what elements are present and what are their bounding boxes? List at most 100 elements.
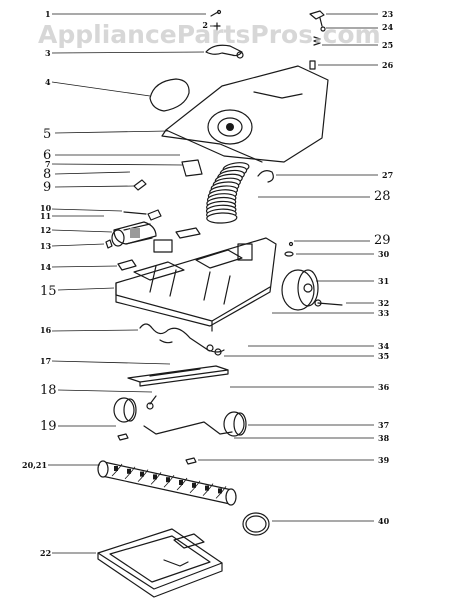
wheel-axle-part: [143, 421, 233, 435]
callout-label-30: 31: [378, 276, 389, 286]
callout-label-20: 20,21: [22, 460, 47, 470]
callout-label-27: 28: [374, 189, 391, 204]
callout-label-38: 39: [378, 455, 390, 465]
callout-leader-line-8: [54, 171, 131, 175]
screw-part: [210, 9, 222, 17]
bristle-tuft: [179, 480, 183, 485]
callout-label-21: 22: [40, 548, 51, 558]
bristle-tuft: [153, 474, 157, 480]
callout-label-6: 6: [43, 148, 51, 163]
front-wheel-part: [223, 411, 247, 437]
callout-leader-lines: [48, 13, 378, 554]
callout-label-11: 11: [40, 211, 51, 221]
spring-part: [313, 36, 321, 46]
hood-cap-part: [149, 78, 190, 112]
callout-label-2: 2: [202, 20, 208, 30]
callout-label-15: 15: [40, 284, 57, 299]
callout-label-24: 25: [382, 40, 393, 50]
callout-leader-line-12: [51, 229, 113, 233]
axle-bolt-part: [314, 299, 343, 307]
callout-label-28: 29: [374, 233, 391, 248]
watermark-text: AppliancePartsPros.com: [38, 20, 381, 49]
motor-part: [111, 221, 157, 247]
callout-label-36: 37: [378, 420, 389, 430]
nozzle-base-plate-part: [97, 528, 223, 598]
washer-part: [284, 251, 294, 257]
rear-wheel-part: [281, 269, 319, 311]
callout-label-8: 8: [43, 167, 51, 182]
bottom-plate-part: [127, 365, 229, 387]
screw-part: [320, 26, 326, 32]
callout-leader-line-14: [51, 265, 118, 268]
callout-label-5: 5: [43, 127, 51, 142]
hood-part: [161, 65, 329, 163]
callout-leader-line-9: [54, 185, 135, 188]
callout-label-31: 32: [378, 298, 389, 308]
callout-label-19: 19: [40, 419, 57, 434]
bristle-tuft: [218, 488, 222, 494]
bristle-tuft: [192, 482, 196, 488]
bracket-part: [117, 259, 137, 271]
callout-label-22: 23: [382, 9, 394, 19]
callout-leader-line-3: [51, 51, 205, 54]
callout-label-13: 13: [40, 241, 52, 251]
callout-label-32: 33: [378, 308, 390, 318]
motor-brush-part: [123, 209, 162, 221]
callout-leader-line-7: [51, 163, 184, 166]
callout-label-12: 12: [40, 225, 51, 235]
hose-rib: [206, 212, 238, 224]
callout-leader-line-13: [51, 243, 105, 247]
callout-label-3: 3: [45, 48, 51, 58]
terminal-part: [105, 239, 113, 249]
callout-label-10: 10: [40, 203, 52, 213]
front-wheel-part: [113, 397, 137, 423]
clip-part: [117, 433, 129, 441]
callout-label-17: 17: [40, 356, 51, 366]
callout-label-25: 26: [382, 60, 394, 70]
bristle-tuft: [205, 485, 209, 491]
callout-label-4: 4: [45, 77, 51, 87]
bristle-tuft: [140, 471, 144, 477]
callout-leader-line-5: [54, 130, 169, 134]
drive-belt-part: [242, 512, 270, 536]
callout-leader-line-16: [51, 329, 139, 332]
pin-part: [213, 22, 221, 31]
bristle-tuft: [127, 468, 131, 474]
callout-leader-line-17: [51, 360, 171, 365]
plug-part: [309, 60, 316, 70]
callout-label-18: 18: [40, 383, 57, 398]
clip-part: [133, 179, 147, 191]
hose-clip-part: [257, 170, 274, 183]
callout-label-9: 9: [43, 180, 51, 195]
handle-lock-part: [205, 44, 244, 59]
bristle-tuft: [166, 477, 170, 483]
callout-leader-line-4: [51, 81, 151, 97]
callout-label-26: 27: [382, 170, 393, 180]
clip-part: [185, 457, 197, 465]
callout-leader-line-18: [57, 389, 153, 393]
callout-label-7: 7: [45, 159, 51, 169]
callout-label-14: 14: [40, 262, 52, 272]
callout-label-16: 16: [40, 325, 52, 335]
bristle-tuft: [114, 466, 118, 471]
base-housing-part: [115, 227, 277, 332]
callout-label-1: 1: [45, 9, 51, 19]
callout-leader-line-10: [51, 208, 123, 212]
handle-release-part: [309, 10, 325, 27]
callout-label-39: 40: [378, 516, 390, 526]
screw-part: [288, 241, 294, 247]
callout-label-29: 30: [378, 249, 390, 259]
callout-labels: 1234567891011121314151617181920,21222324…: [22, 9, 394, 558]
callout-label-33: 34: [378, 341, 390, 351]
wiring-harness-part: [139, 323, 225, 356]
callout-label-34: 35: [378, 351, 389, 361]
callout-label-35: 36: [378, 382, 390, 392]
callout-leader-line-15: [57, 287, 115, 291]
screw-part: [146, 395, 157, 410]
corrugated-hose-part: [205, 162, 250, 224]
callout-label-37: 38: [378, 433, 390, 443]
brush-roll-part: [97, 460, 237, 506]
callout-label-23: 24: [382, 22, 394, 32]
